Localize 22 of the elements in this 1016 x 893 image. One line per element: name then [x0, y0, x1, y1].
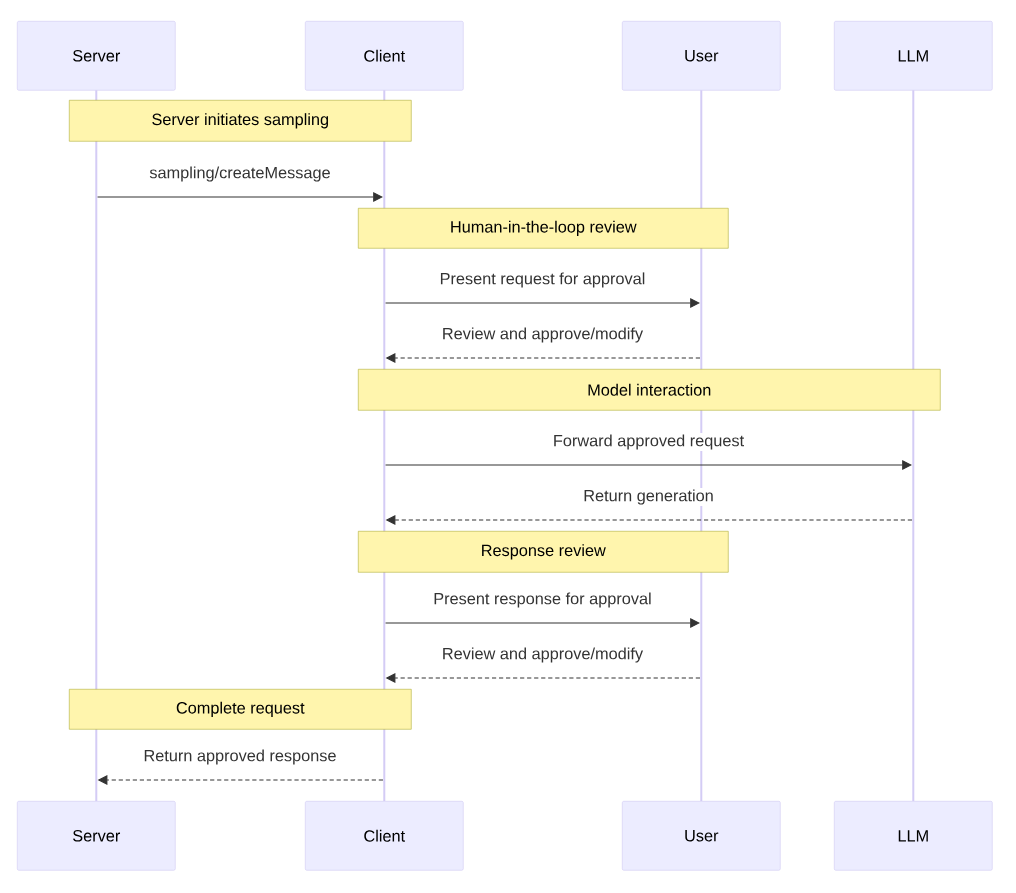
actor-box: LLM: [834, 21, 993, 91]
lifeline: [912, 90, 915, 802]
edge-label: Forward approved request: [551, 433, 746, 451]
note-box: Human-in-the-loop review: [358, 208, 729, 249]
actor-box: Client: [305, 21, 464, 91]
edge-label: Return generation: [581, 488, 716, 506]
edge-label: Review and approve/modify: [440, 326, 645, 344]
note-box: Complete request: [69, 689, 412, 730]
edge-label: Present request for approval: [438, 271, 647, 289]
edge-label: Return approved response: [142, 748, 338, 766]
actor-box: User: [622, 21, 781, 91]
actor-box: Client: [305, 801, 464, 871]
note-box: Response review: [358, 531, 729, 573]
edge-label: Review and approve/modify: [440, 646, 645, 664]
edge-label: sampling/createMessage: [147, 165, 333, 183]
edge-label: Present response for approval: [431, 591, 654, 609]
actor-box: LLM: [834, 801, 993, 871]
note-box: Model interaction: [358, 369, 941, 411]
actor-box: Server: [17, 801, 176, 871]
actor-box: User: [622, 801, 781, 871]
note-box: Server initiates sampling: [69, 100, 412, 142]
actor-box: Server: [17, 21, 176, 91]
